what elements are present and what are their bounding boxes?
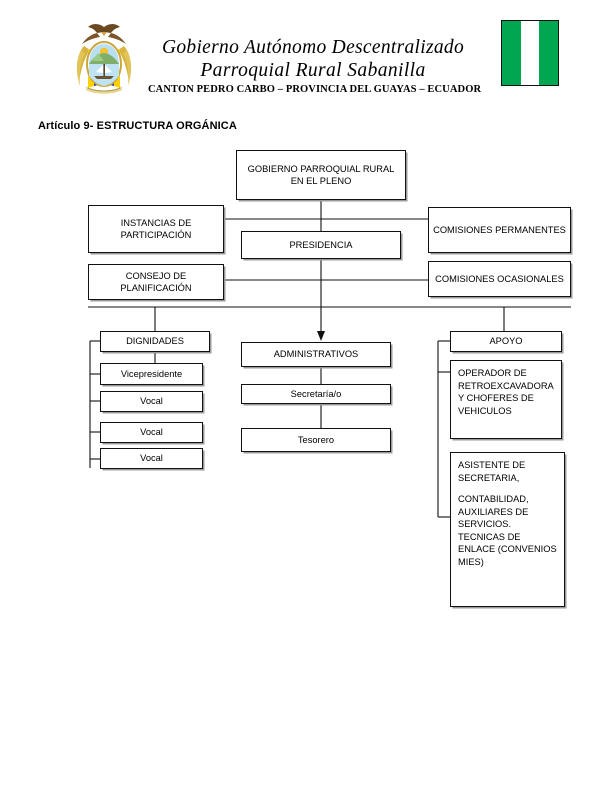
node-presidencia[interactable]: PRESIDENCIA: [241, 231, 401, 259]
flag-stripe-white: [520, 21, 540, 85]
node-comisiones-permanentes[interactable]: COMISIONES PERMANENTES: [428, 207, 571, 253]
org-title-line-1: Gobierno Autónomo Descentralizado: [161, 37, 465, 58]
organization-title-block: Gobierno Autónomo Descentralizado Parroq…: [148, 36, 482, 95]
node-vicepresidente[interactable]: Vicepresidente: [100, 363, 203, 385]
node-administrativos[interactable]: ADMINISTRATIVOS: [241, 342, 391, 367]
node-vocal-2[interactable]: Vocal: [100, 422, 203, 443]
asistente-paragraph-1: ASISTENTE DE SECRETARIA,: [458, 460, 526, 483]
org-subtitle: CANTON PEDRO CARBO – PROVINCIA DEL GUAYA…: [148, 84, 482, 95]
document-header: Gobierno Autónomo Descentralizado Parroq…: [0, 0, 612, 112]
page-title: Artículo 9- ESTRUCTURA ORGÁNICA: [38, 120, 237, 132]
node-instancias-participacion[interactable]: INSTANCIAS DE PARTICIPACIÓN: [88, 205, 224, 253]
node-vocal-3[interactable]: Vocal: [100, 448, 203, 469]
node-operador-retroexcavadora[interactable]: OPERADOR DE RETROEXCAVADORA Y CHOFERES D…: [450, 360, 562, 439]
node-apoyo[interactable]: APOYO: [450, 331, 562, 352]
ecuador-coat-of-arms-icon: [64, 20, 144, 102]
node-gobierno-pleno[interactable]: GOBIERNO PARROQUIAL RURAL EN EL PLENO: [236, 150, 406, 200]
node-vocal-1[interactable]: Vocal: [100, 391, 203, 412]
flag-stripe-green-right: [539, 21, 559, 85]
node-consejo-planificacion[interactable]: CONSEJO DE PLANIFICACIÓN: [88, 264, 224, 300]
node-tesorero[interactable]: Tesorero: [241, 428, 391, 452]
node-comisiones-ocasionales[interactable]: COMISIONES OCASIONALES: [428, 261, 571, 297]
node-dignidades[interactable]: DIGNIDADES: [100, 331, 210, 352]
asistente-paragraph-2: CONTABILIDAD, AUXILIARES DE SERVICIOS. T…: [458, 494, 557, 567]
sabanilla-flag-icon: [501, 20, 559, 86]
node-asistente-secretaria[interactable]: ASISTENTE DE SECRETARIA, CONTABILIDAD, A…: [450, 452, 565, 607]
org-title-line-2: Parroquial Rural Sabanilla: [200, 60, 426, 81]
node-secretaria[interactable]: Secretaría/o: [241, 384, 391, 404]
flag-stripe-green-left: [502, 21, 521, 85]
